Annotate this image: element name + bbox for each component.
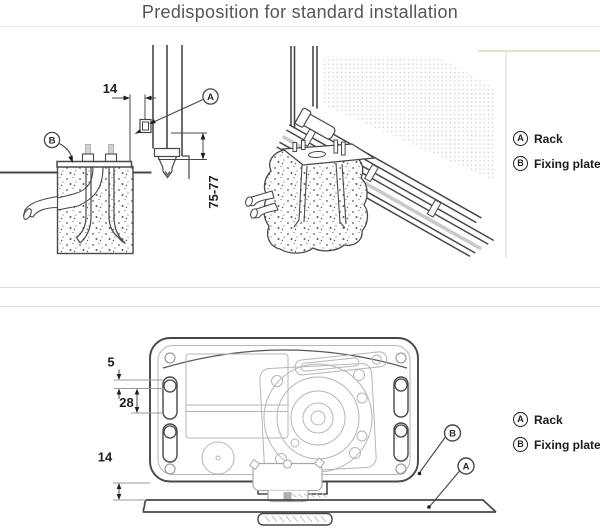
rack-symbol bbox=[134, 118, 152, 134]
dim-slot-spacing-label: 28 bbox=[119, 395, 133, 410]
legend-label-fixing-plate: Fixing plate bbox=[534, 437, 600, 452]
bottom-drawing-canvas: 5 28 14 B A bbox=[98, 337, 497, 526]
legend-key-a: A bbox=[513, 131, 528, 146]
callout-b-bottom: B bbox=[417, 424, 462, 476]
legend-item-rack: A Rack bbox=[513, 131, 600, 146]
fixing-plate bbox=[56, 160, 133, 168]
section-divider-bottom bbox=[0, 306, 600, 307]
fixing-plate-3d bbox=[281, 143, 376, 166]
legend-label-rack: Rack bbox=[534, 412, 563, 427]
mounting-slots bbox=[162, 352, 409, 475]
gate-panel-stipple bbox=[324, 57, 494, 181]
callout-a-label: A bbox=[207, 92, 214, 103]
perspective-drawing bbox=[245, 46, 495, 257]
legend-item-fixing-plate: B Fixing plate bbox=[513, 437, 600, 452]
title-divider bbox=[0, 26, 600, 27]
legend-item-rack: A Rack bbox=[513, 412, 600, 427]
dimension-offset: 14 bbox=[103, 81, 156, 161]
legend-label-fixing-plate: Fixing plate bbox=[534, 156, 600, 171]
rack-bar bbox=[142, 499, 497, 526]
callout-a: A bbox=[149, 88, 219, 124]
dimensions: 5 28 14 bbox=[98, 355, 164, 501]
legend-key-a: A bbox=[513, 412, 528, 427]
top-drawings-canvas: 14 75-77 A bbox=[0, 45, 600, 258]
callout-b-bottom-label: B bbox=[449, 429, 456, 440]
dim-plate-edge-label: 5 bbox=[107, 355, 114, 370]
callout-b: B bbox=[43, 131, 74, 163]
legend-label-rack: Rack bbox=[534, 131, 563, 146]
dimension-height: 75-77 bbox=[158, 132, 221, 209]
page-title: Predisposition for standard installation bbox=[141, 2, 459, 22]
legend-key-b: B bbox=[513, 156, 528, 171]
bottom-legend: A Rack B Fixing plate bbox=[513, 412, 600, 452]
dim-offset-label: 14 bbox=[103, 81, 118, 96]
pinion-bracket bbox=[248, 457, 327, 503]
top-legend: A Rack B Fixing plate bbox=[513, 131, 600, 171]
cross-section-drawing: 14 75-77 A bbox=[0, 45, 221, 255]
legend-key-b: B bbox=[513, 437, 528, 452]
callout-b-label: B bbox=[49, 136, 56, 147]
callout-a-bottom: A bbox=[427, 457, 475, 509]
legend-item-fixing-plate: B Fixing plate bbox=[513, 156, 600, 171]
top-view-drawing: 5 28 14 B A bbox=[98, 337, 497, 526]
callout-a-bottom-label: A bbox=[463, 462, 470, 473]
dim-height-label: 75-77 bbox=[206, 175, 221, 208]
dim-rack-distance-label: 14 bbox=[98, 450, 113, 465]
section-divider-top bbox=[0, 287, 600, 288]
